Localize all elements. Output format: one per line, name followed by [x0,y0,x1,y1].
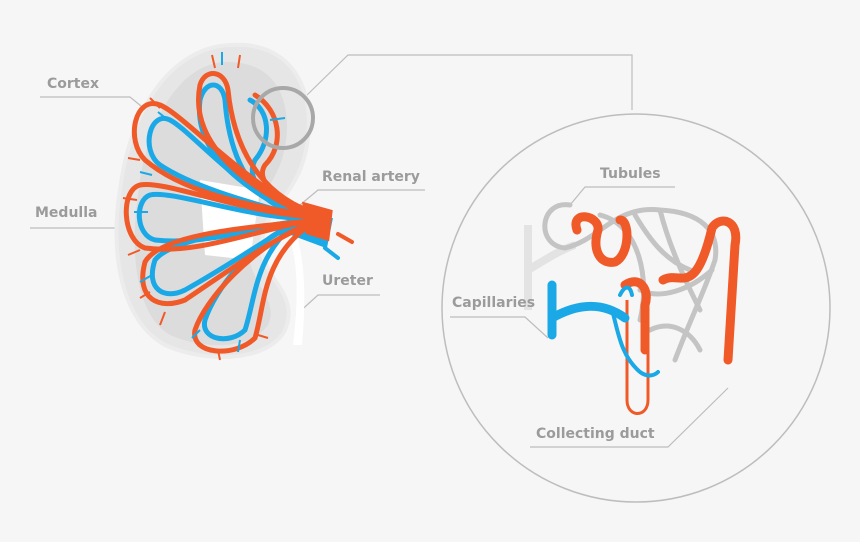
label-tubules: Tubules [600,166,661,182]
cortex-leader [40,96,153,116]
arteries [123,71,354,354]
label-ureter: Ureter [322,273,373,289]
capillaries-leader [450,316,549,339]
capillaries-graphic [547,280,660,378]
label-capillaries: Capillaries [452,295,536,311]
zoom-marker-circle [251,86,315,150]
ureter-tube [285,222,305,345]
ureter-leader [295,294,380,316]
renal-artery-leader [299,189,425,206]
zoom-connector [305,54,633,110]
label-medulla: Medulla [35,205,98,221]
loop-of-henle [625,300,650,415]
leader-lines [30,54,729,448]
vein-branches [134,52,286,353]
label-renal-artery: Renal artery [322,169,420,185]
collecting-duct-leader [530,387,729,448]
tubules-graphic [542,202,719,363]
artery-branches [122,54,269,361]
tubule-arteries [571,212,741,365]
label-cortex: Cortex [47,76,100,92]
label-collecting-duct: Collecting duct [536,426,655,442]
tubules-leader [569,186,675,206]
magnified-view-circle [441,113,831,503]
